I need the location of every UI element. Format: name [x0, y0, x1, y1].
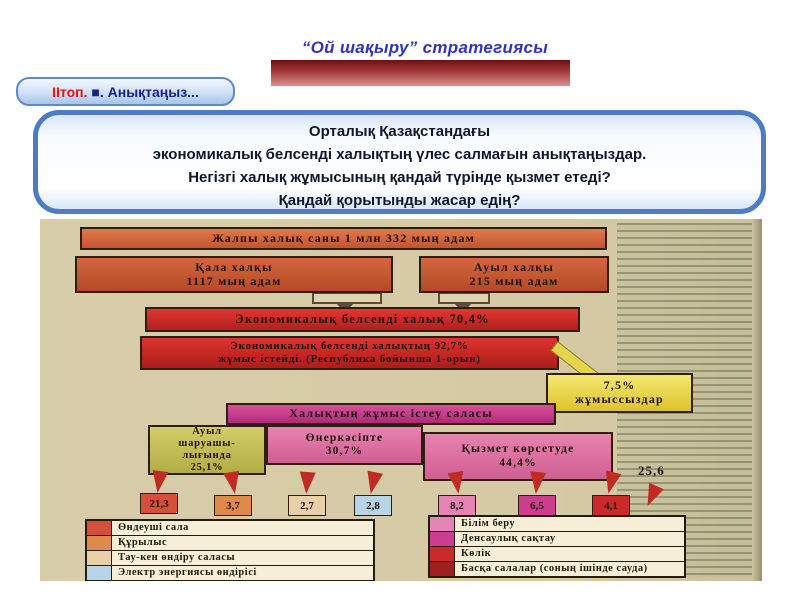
employed-line: Экономикалық белсенді халықтың 92,7% [230, 340, 469, 353]
rural-line: Ауыл халқы [473, 259, 555, 274]
arrow-wedge-icon [362, 470, 384, 496]
services-box: Қызмет көрсетуде 44,4% [423, 432, 613, 481]
value-chip: 6,5 [518, 495, 556, 516]
employment-sectors-bar: Халықтың жұмыс істеу саласы [226, 403, 556, 425]
agriculture-line: шаруашы- [178, 437, 236, 449]
urban-line: 1117 мың адам [186, 273, 282, 288]
agriculture-line: лығында [182, 450, 232, 461]
arrow-wedge-icon [447, 470, 467, 496]
value-chip: 3,7 [214, 495, 252, 516]
legend-row: Құрылыс [87, 535, 373, 550]
rural-population-box: Ауыл халқы 215 мың адам [419, 256, 609, 293]
group-task-button-prefix: IIтоп. [52, 83, 88, 100]
legend-label: Құрылыс [118, 537, 168, 549]
value-chip: 2,8 [354, 495, 392, 516]
value-chip: 4,1 [592, 495, 630, 516]
question-line: экономикалық белсенді халықтың үлес салм… [152, 146, 647, 163]
value-chip: 8,2 [438, 495, 476, 516]
unemployed-callout: 7,5% жұмыссыздар [546, 373, 693, 413]
rural-line: 215 мың адам [469, 273, 559, 288]
legend-swatch [430, 532, 455, 546]
legend-row: Электр энергиясы өндірісі [87, 565, 373, 580]
agriculture-box: Ауыл шаруашы- лығында 25,1% [148, 425, 266, 475]
agriculture-line: 25,1% [190, 462, 224, 474]
legend-label: Электр энергиясы өндірісі [118, 567, 257, 579]
legend-swatch [87, 551, 112, 565]
question-line: Қандай қорытынды жасар едің? [278, 192, 521, 209]
legend-right: Білім беру Денсаулық сақтау Көлік Басқа … [428, 515, 686, 578]
employed-line: жұмыс істейді. (Республика бойынша 1-оры… [218, 353, 481, 365]
legend-row: Тау-кен өндіру саласы [87, 550, 373, 565]
question-box: Орталық Қазақстандағы экономикалық белсе… [33, 110, 766, 214]
legend-swatch [430, 562, 455, 576]
slide-title: “Ой шақыру” стратегиясы [301, 38, 549, 57]
services-line: 44,4% [499, 456, 537, 469]
legend-swatch [430, 517, 455, 531]
urban-population-box: Қала халқы 1117 мың адам [75, 256, 393, 293]
services-line: Қызмет көрсетуде [461, 443, 575, 456]
industry-line: 30,7% [325, 445, 364, 457]
legend-row: Өндеуші сала [87, 521, 373, 535]
arrow-wedge-icon [527, 471, 547, 495]
side-value: 25,6 [638, 463, 665, 478]
question-line: Орталық Қазақстандағы [308, 123, 491, 140]
urban-line: Қала халқы [195, 259, 273, 274]
industry-line: Өнеркәсіпте [305, 431, 384, 444]
employed-share-box: Экономикалық белсенді халықтың 92,7% жұм… [140, 336, 559, 370]
book-gutter-shadow [752, 219, 762, 581]
legend-row: Басқа салалар (соның ішінде сауда) [430, 561, 684, 576]
legend-row: Көлік [430, 546, 684, 561]
legend-label: Білім беру [461, 518, 516, 530]
legend-label: Өндеуші сала [118, 522, 189, 534]
total-population-bar: Жалпы халық саны 1 млн 332 мың адам [80, 227, 607, 250]
unemployed-line: 7,5% [603, 378, 636, 393]
group-task-button-label: ■. Анықтаңыз... [87, 83, 199, 100]
title-underline-bar [271, 60, 570, 86]
unemployed-line: жұмыссыздар [575, 392, 664, 406]
arrow-wedge-icon [298, 471, 316, 495]
legend-swatch [87, 521, 112, 535]
legend-swatch [430, 547, 455, 561]
legend-label: Тау-кен өндіру саласы [118, 552, 236, 564]
legend-swatch [87, 536, 112, 550]
agriculture-line: Ауыл [192, 425, 222, 437]
value-chip: 2,7 [288, 495, 326, 516]
legend-swatch [87, 566, 112, 580]
economically-active-bar: Экономикалық белсенді халық 70,4% [145, 307, 580, 332]
legend-row: Білім беру [430, 517, 684, 531]
population-diagram: Жалпы халық саны 1 млн 332 мың адам Қала… [40, 219, 762, 581]
industry-box: Өнеркәсіпте 30,7% [266, 425, 423, 465]
legend-label: Көлік [461, 548, 492, 560]
legend-left: Өндеуші сала Құрылыс Тау-кен өндіру сала… [85, 519, 375, 581]
arrow-wedge-icon [149, 469, 169, 495]
value-chip: 21,3 [140, 493, 178, 514]
group-task-button[interactable]: IIтоп. ■. Анықтаңыз... [16, 77, 235, 106]
legend-row: Денсаулық сақтау [430, 531, 684, 546]
legend-label: Басқа салалар (соның ішінде сауда) [461, 563, 648, 575]
legend-label: Денсаулық сақтау [461, 533, 556, 545]
question-line: Негізгі халық жұмысының қандай түрінде қ… [188, 169, 611, 186]
